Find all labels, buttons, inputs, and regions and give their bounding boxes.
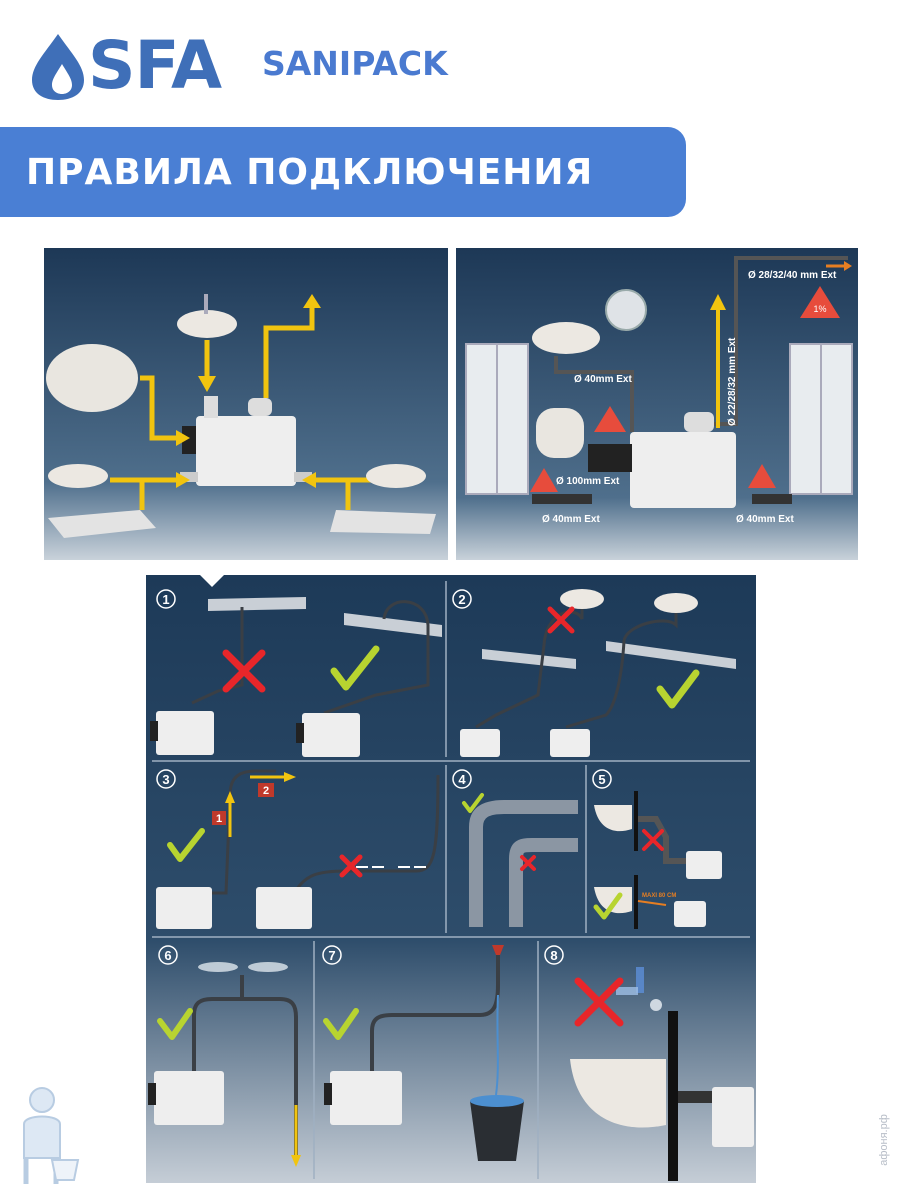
watermark-text: афоня.рф — [878, 1114, 890, 1166]
slope-label: 1% — [813, 304, 826, 314]
watermark: афоня.рф — [874, 1090, 894, 1190]
out-pipe-label: Ø 28/32/40 mm Ext — [748, 270, 837, 281]
check-mark-icon — [167, 828, 205, 862]
check-mark-icon — [330, 645, 380, 691]
step-6-number: 6 — [164, 948, 171, 963]
warning-triangle-icon — [530, 286, 840, 492]
step-3-illustration: 1 2 — [156, 769, 440, 929]
riser-label: Ø 22/28/32 mm Ext — [727, 337, 738, 426]
wc-pipe-label: Ø 100mm Ext — [556, 476, 620, 487]
check-mark-icon — [593, 892, 623, 920]
step-2-illustration — [460, 589, 736, 757]
step-7-illustration — [323, 945, 524, 1161]
max-distance-label: MAXI 80 CM — [642, 893, 676, 899]
cross-mark-icon — [520, 855, 536, 871]
right-inlet-label: Ø 40mm Ext — [736, 514, 794, 525]
step-1-number: 1 — [162, 592, 169, 607]
check-mark-icon — [462, 793, 484, 813]
dimensions-panel: 1% Ø 28/32/40 mm Ext Ø 40mm Ext Ø 100mm … — [456, 248, 858, 560]
step-8-illustration — [570, 967, 754, 1181]
step-7-number: 7 — [328, 948, 335, 963]
step-5-number: 5 — [598, 772, 605, 787]
step-8-number: 8 — [550, 948, 557, 963]
title-banner: ПРАВИЛА ПОДКЛЮЧЕНИЯ — [0, 127, 686, 217]
rules-grid: 1 2 3 4 5 6 7 8 — [146, 575, 756, 1183]
check-mark-icon — [157, 1008, 193, 1040]
step-6-illustration — [148, 962, 301, 1167]
cross-mark-icon — [222, 649, 266, 693]
step-4-illustration — [462, 793, 578, 927]
cross-mark-icon — [547, 606, 575, 634]
left-inlet-label: Ø 40mm Ext — [542, 514, 600, 525]
product-name: SANIPACK — [262, 44, 448, 83]
check-mark-icon — [323, 1008, 359, 1040]
brand-logo — [22, 30, 252, 102]
step-5-illustration: MAXI 80 CM — [593, 791, 722, 929]
step-3-number: 3 — [162, 772, 169, 787]
logo-text: SFA — [88, 27, 222, 104]
cross-mark-icon — [339, 854, 363, 878]
plumber-mascot-icon — [8, 1080, 84, 1190]
step-1-illustration — [150, 597, 442, 757]
step-3-label-1: 1 — [216, 813, 222, 825]
basin-pipe-label: Ø 40mm Ext — [574, 374, 632, 385]
cross-mark-icon — [642, 829, 664, 851]
page-title: ПРАВИЛА ПОДКЛЮЧЕНИЯ — [26, 152, 594, 193]
check-mark-icon — [656, 669, 700, 709]
water-drop-icon — [32, 34, 84, 100]
step-3-label-2: 2 — [263, 785, 269, 797]
step-4-number: 4 — [458, 772, 466, 787]
connection-overview-panel — [44, 248, 448, 560]
step-2-number: 2 — [458, 592, 465, 607]
cross-mark-icon — [574, 977, 624, 1027]
